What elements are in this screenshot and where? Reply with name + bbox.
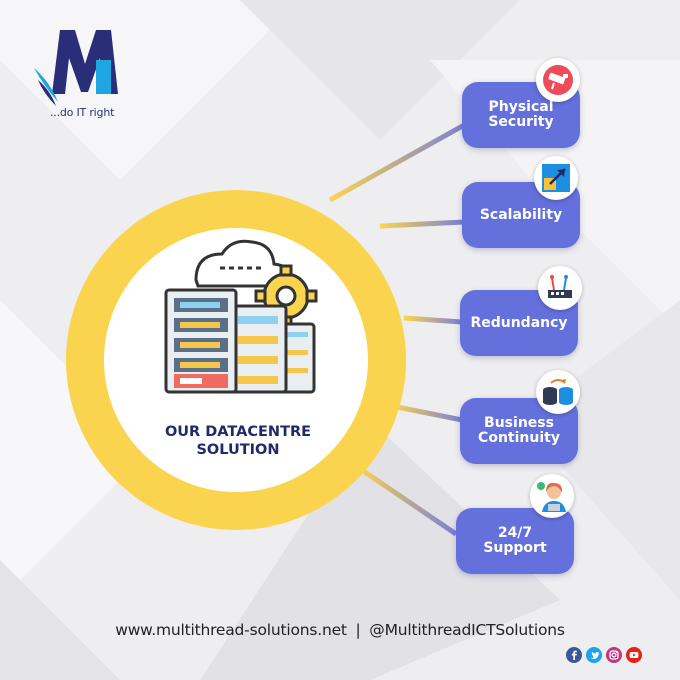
website-link[interactable]: www.multithread-solutions.net xyxy=(115,621,347,639)
social-handle[interactable]: @MultithreadICTSolutions xyxy=(369,621,565,639)
feature-label: Scalability xyxy=(479,206,563,223)
datacentre-server-icon xyxy=(164,239,318,394)
hub-title: OUR DATACENTRE SOLUTION xyxy=(140,405,336,459)
twitter-icon[interactable] xyxy=(586,647,602,663)
youtube-icon[interactable] xyxy=(626,647,642,663)
feature-label: Business Continuity xyxy=(478,415,560,446)
feature-label: Redundancy xyxy=(470,314,568,331)
hub-title-text: OUR DATACENTRE SOLUTION xyxy=(164,424,312,458)
instagram-icon[interactable] xyxy=(606,647,622,663)
database-sync-icon xyxy=(536,370,580,414)
feature-support: 24/7 Support xyxy=(456,508,574,574)
brand-logo xyxy=(34,30,118,106)
feature-label: 24/7 Support xyxy=(483,525,547,556)
facebook-icon[interactable] xyxy=(566,647,582,663)
expand-arrow-icon xyxy=(534,156,578,200)
feature-scalability: Scalability xyxy=(462,182,580,248)
feature-label: Physical Security xyxy=(488,99,554,130)
support-agent-icon xyxy=(530,474,574,518)
footer-separator: | xyxy=(355,621,361,639)
brand-tagline: ...do IT right xyxy=(50,106,115,119)
footer: www.multithread-solutions.net | @Multith… xyxy=(0,621,680,639)
cctv-camera-icon xyxy=(536,58,580,102)
network-switch-icon xyxy=(538,266,582,310)
